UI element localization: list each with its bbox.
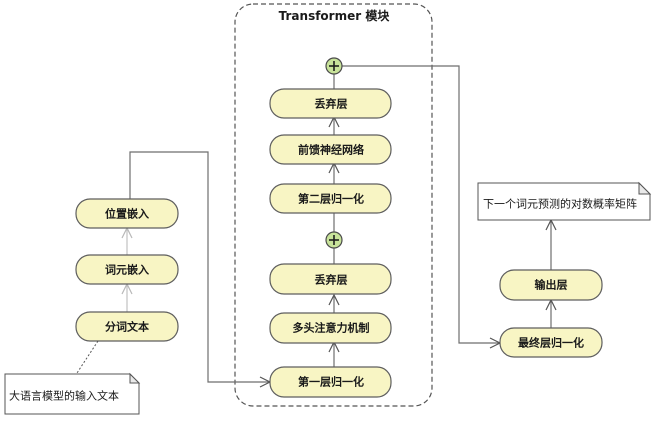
node-label: 最终层归一化 xyxy=(518,336,584,350)
node-positional-embedding[interactable]: 位置嵌入 xyxy=(75,198,179,229)
node-layer-norm-1[interactable]: 第一层归一化 xyxy=(269,366,392,398)
residual-add-1[interactable] xyxy=(325,231,343,249)
edge-feed-forward-to-dropout-2 xyxy=(328,115,340,135)
node-label: 第一层归一化 xyxy=(298,375,364,389)
node-output-layer[interactable]: 输出层 xyxy=(499,269,603,301)
node-label: 丢弃层 xyxy=(315,273,348,287)
note-label: 大语言模型的输入文本 xyxy=(9,389,119,403)
node-feed-forward[interactable]: 前馈神经网络 xyxy=(269,134,392,165)
node-layer-norm-2[interactable]: 第二层归一化 xyxy=(269,183,392,214)
node-label: 输出层 xyxy=(535,278,568,292)
transformer-block-title: Transformer 模块 xyxy=(279,8,391,23)
node-dropout-2[interactable]: 丢弃层 xyxy=(269,88,392,119)
node-label: 丢弃层 xyxy=(315,97,348,111)
node-token-embedding[interactable]: 词元嵌入 xyxy=(75,254,179,285)
node-label: 前馈神经网络 xyxy=(298,143,364,157)
node-tokenized-text[interactable]: 分词文本 xyxy=(75,311,179,342)
node-label: 词元嵌入 xyxy=(105,263,149,277)
edge-token-embedding-to-positional xyxy=(121,226,133,255)
node-final-layer-norm[interactable]: 最终层归一化 xyxy=(499,327,603,358)
note-output-logits[interactable]: 下一个词元预测的对数概率矩阵 xyxy=(477,181,652,221)
edge-output-layer-to-output-note xyxy=(545,218,557,270)
node-label: 多头注意力机制 xyxy=(293,321,370,335)
residual-add-2[interactable] xyxy=(325,57,343,75)
node-label: 第二层归一化 xyxy=(298,192,364,206)
edge-layer-norm-1-to-attention xyxy=(328,340,340,367)
note-fold-icon xyxy=(638,181,652,195)
node-label: 位置嵌入 xyxy=(105,207,149,221)
edge-attention-to-dropout-1 xyxy=(328,293,340,313)
node-multi-head-attention[interactable]: 多头注意力机制 xyxy=(269,312,392,344)
edge-final-norm-to-output-layer xyxy=(545,298,557,328)
edge-tokenized-to-token-embedding xyxy=(121,282,133,312)
transformer-block-container: Transformer 模块 xyxy=(234,3,433,407)
note-anchor-line xyxy=(76,340,99,374)
edge-layer-norm-2-to-feed-forward xyxy=(328,161,340,184)
node-dropout-1[interactable]: 丢弃层 xyxy=(269,263,392,295)
note-input-text[interactable]: 大语言模型的输入文本 xyxy=(4,340,141,415)
note-label: 下一个词元预测的对数概率矩阵 xyxy=(483,197,637,211)
note-fold-icon xyxy=(129,372,141,384)
node-label: 分词文本 xyxy=(105,320,149,334)
transformer-block-border xyxy=(234,3,433,407)
